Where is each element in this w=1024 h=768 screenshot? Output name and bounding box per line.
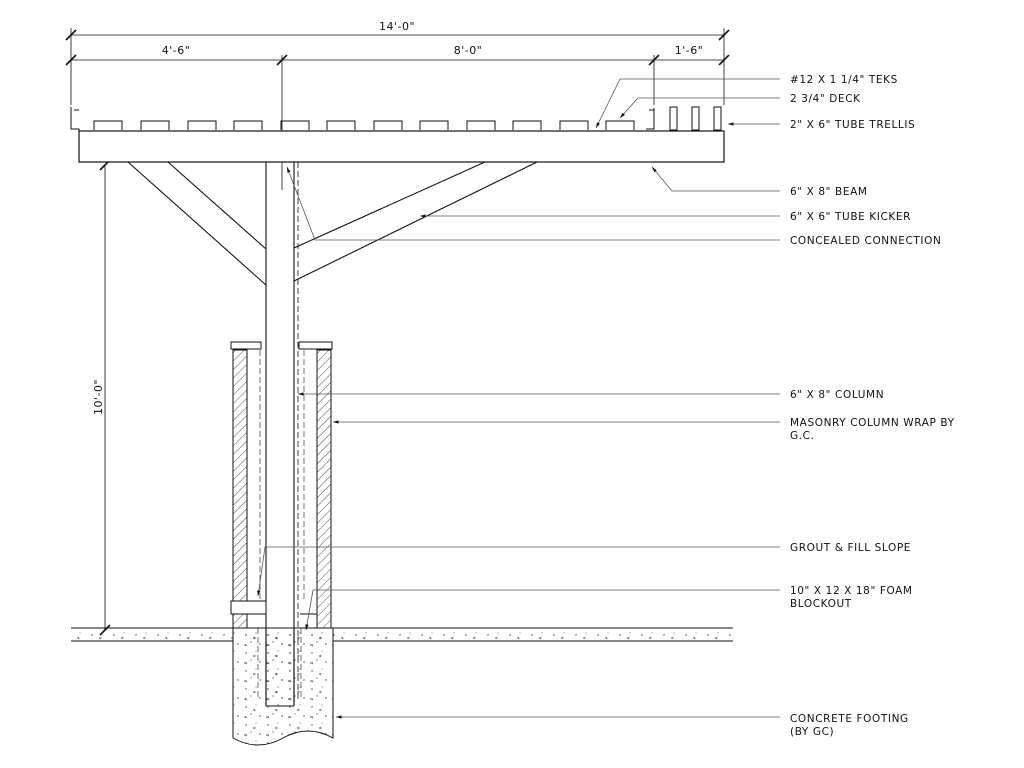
leader-lines	[257, 78, 780, 719]
dim-segment-mid: 8'-0"	[454, 44, 483, 57]
label-foam-line2: BLOCKOUT	[790, 598, 852, 610]
label-column: 6" X 8" COLUMN	[790, 389, 884, 401]
dim-segment-right: 1'-6"	[675, 44, 704, 57]
label-trellis: 2" X 6" TUBE TRELLIS	[790, 119, 915, 131]
trellis-deck	[70, 106, 724, 132]
callout-labels: #12 X 1 1/4" TEKS 2 3/4" DECK 2" X 6" TU…	[790, 74, 955, 738]
dim-overall-width: 14'-0"	[379, 20, 415, 33]
label-footing-line1: CONCRETE FOOTING	[790, 713, 909, 725]
label-kicker: 6" X 6" TUBE KICKER	[790, 211, 911, 223]
foam-blockout	[230, 600, 317, 615]
label-foam-line1: 10" X 12 X 18" FOAM	[790, 585, 913, 597]
masonry-wrap	[230, 341, 333, 629]
concrete-footing	[232, 627, 334, 746]
label-deck: 2 3/4" DECK	[790, 93, 861, 105]
dimension-lines	[65, 28, 730, 636]
label-beam: 6" X 8" BEAM	[790, 186, 868, 198]
ground-slab	[71, 627, 733, 642]
label-teks: #12 X 1 1/4" TEKS	[790, 74, 898, 86]
label-masonry-line2: G.C.	[790, 430, 815, 442]
dim-segment-left: 4'-6"	[162, 44, 191, 57]
label-grout: GROUT & FILL SLOPE	[790, 542, 911, 554]
label-footing-line2: (BY GC)	[790, 726, 834, 738]
column	[265, 162, 299, 707]
beam	[78, 130, 725, 163]
label-concealed-connection: CONCEALED CONNECTION	[790, 235, 941, 247]
kickers	[127, 161, 538, 286]
label-masonry-line1: MASONRY COLUMN WRAP BY	[790, 417, 955, 429]
dim-height: 10'-0"	[92, 379, 105, 415]
